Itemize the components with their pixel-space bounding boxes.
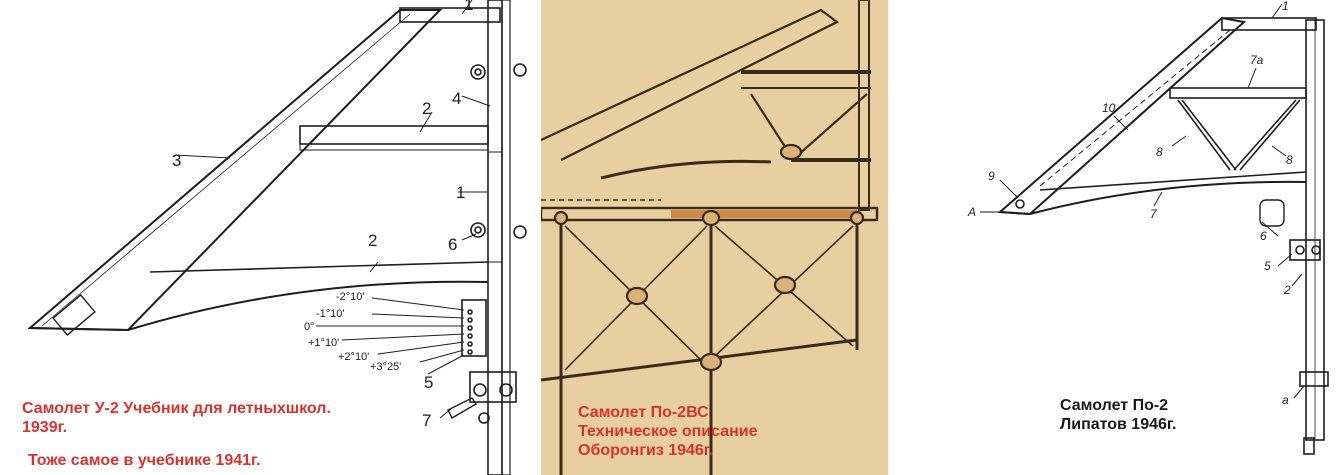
u2-label-5: 5	[424, 373, 433, 392]
po2-label-2: 2	[1283, 283, 1291, 297]
po2-fin-drawing: 1 7a 10 8 8 9 A 7 6 5 2 a	[967, 0, 1329, 455]
diagram-u2-panel: 1 2 3 4 1 6 2 5 7 -2°10' -1°10' 0° +1°10…	[0, 0, 530, 475]
u2-label-7: 7	[422, 411, 431, 430]
leading-edge-spar	[27, 9, 443, 332]
angle-label: -2°10'	[336, 291, 365, 303]
diagram-po2vs-panel: Самолет По-2ВС Техническое описание Обор…	[541, 0, 888, 475]
lower-rib	[541, 338, 858, 382]
lower-clamp	[469, 371, 517, 403]
u2-label-4: 4	[452, 89, 461, 108]
angle-label: +3°25'	[370, 361, 401, 373]
angle-label: +2°10'	[338, 351, 369, 363]
vertical-post	[487, 0, 503, 475]
angle-label: +1°10'	[308, 337, 339, 349]
angle-label: 0°	[304, 321, 315, 333]
po2-label-A: A	[967, 205, 976, 219]
po2-label-8b: 8	[1286, 153, 1293, 167]
u2-caption-line1: Самолет У-2 Учебник для летныхшкол.	[22, 400, 331, 417]
upper-rib	[299, 125, 489, 145]
po2-label-a: a	[1282, 393, 1289, 407]
leading-edge	[541, 8, 840, 161]
adjust-block	[461, 299, 487, 357]
po2-caption-line2: Липатов 1946г.	[1060, 416, 1177, 433]
po2-label-7a: 7a	[1250, 53, 1264, 67]
u2-caption-line3: Тоже самое в учебнике 1941г.	[28, 452, 261, 469]
u2-label-1-top: 1	[464, 0, 473, 14]
u2-label-2-upper: 2	[422, 99, 431, 118]
top-rib	[1221, 17, 1317, 31]
po2-label-6: 6	[1260, 229, 1267, 243]
po2vs-fin-drawing	[541, 0, 879, 475]
po2vs-caption-line2: Техническое описание	[578, 423, 758, 440]
top-rib	[399, 7, 501, 23]
upper-rib	[1169, 87, 1307, 99]
u2-fin-drawing: 1 2 3 4 1 6 2 5 7 -2°10' -1°10' 0° +1°10…	[27, 0, 527, 475]
u2-label-3: 3	[172, 151, 181, 170]
po2-label-9: 9	[988, 169, 995, 183]
po2-caption-line1: Самолет По-2	[1060, 397, 1169, 414]
angle-label: -1°10'	[316, 308, 345, 320]
po2-label-1: 1	[1282, 0, 1289, 13]
diagram-po2-panel: 1 7a 10 8 8 9 A 7 6 5 2 a Самолет По-2 Л…	[960, 0, 1336, 475]
lower-rib	[127, 280, 489, 331]
po2-label-10: 10	[1102, 101, 1116, 115]
po2vs-caption-line3: Оборонгиз 1946г.	[578, 442, 714, 459]
po2-label-8a: 8	[1156, 145, 1163, 159]
u2-label-1-mid: 1	[456, 183, 465, 202]
po2-label-7: 7	[1150, 207, 1158, 221]
u2-caption-line2: 1939г.	[22, 419, 68, 436]
u2-label-2-lower: 2	[368, 231, 377, 250]
po2-label-5: 5	[1264, 259, 1271, 273]
vertical-post	[858, 0, 870, 211]
po2vs-caption-line1: Самолет По-2ВС	[578, 404, 709, 421]
u2-label-6: 6	[448, 235, 457, 254]
lower-rib	[1029, 180, 1307, 215]
